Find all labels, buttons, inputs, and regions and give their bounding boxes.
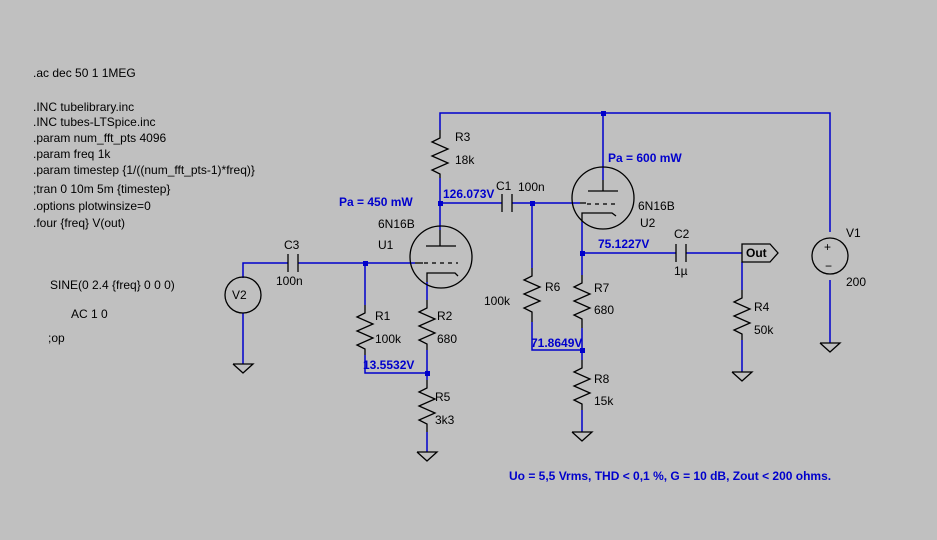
resistor-r6[interactable]: R6 100k: [484, 268, 561, 322]
capacitor-c1[interactable]: C1 100n: [496, 179, 545, 212]
resistor-r2[interactable]: R2 680: [417, 300, 457, 350]
output-port[interactable]: Out: [741, 243, 779, 263]
wires: [242, 112, 831, 452]
junction-dot: [530, 201, 535, 206]
c2-name: C2: [674, 227, 690, 241]
op-directive[interactable]: ;op: [48, 331, 65, 345]
r7-name: R7: [594, 281, 610, 295]
directive-param-timestep[interactable]: .param timestep {1/((num_fft_pts-1)*freq…: [33, 163, 255, 177]
u2-name: U2: [640, 216, 656, 230]
c3-name: C3: [284, 238, 300, 252]
r6-name: R6: [545, 280, 561, 294]
tube-u2[interactable]: 6N16B U2: [571, 166, 675, 230]
resistor-r5[interactable]: R5 3k3: [417, 380, 455, 432]
r5-name: R5: [435, 390, 451, 404]
directive-param-fft[interactable]: .param num_fft_pts 4096: [33, 131, 167, 145]
v-grid-u2: 71.8649V: [531, 336, 582, 350]
wire-r1-bottom: [364, 355, 427, 374]
r4-name: R4: [754, 300, 770, 314]
out-label: Out: [746, 246, 767, 260]
r3-value: 18k: [455, 153, 475, 167]
c3-value: 100n: [276, 274, 303, 288]
junction-dot: [425, 371, 430, 376]
v2-ac: AC 1 0: [71, 307, 108, 321]
junction-dot: [580, 348, 585, 353]
c1-value: 100n: [518, 180, 545, 194]
ground-icon: [731, 371, 754, 382]
r2-value: 680: [437, 332, 457, 346]
r1-name: R1: [375, 309, 391, 323]
ground-icon: [416, 451, 439, 462]
tube-u1[interactable]: 6N16B U1: [378, 217, 473, 289]
junction-dot: [363, 261, 368, 266]
directive-inc-tubes[interactable]: .INC tubes-LTSpice.inc: [33, 115, 156, 129]
junctions: [363, 111, 606, 376]
spice-directives: .ac dec 50 1 1MEG .INC tubelibrary.inc .…: [33, 66, 255, 230]
voltage-source-v1[interactable]: + − V1 200: [811, 226, 866, 289]
directive-four[interactable]: .four {freq} V(out): [33, 216, 125, 230]
v1-value: 200: [846, 275, 866, 289]
pa-u1: Pa = 450 mW: [339, 195, 413, 209]
c2-value: 1µ: [674, 264, 688, 278]
tube-u1-envelope: [409, 225, 473, 289]
junction-dot: [438, 201, 443, 206]
v2-spec: SINE(0 2.4 {freq} 0 0 0): [50, 278, 175, 292]
junction-dot: [580, 251, 585, 256]
junction-dot: [601, 111, 606, 116]
directive-options[interactable]: .options plotwinsize=0: [33, 199, 151, 213]
plus-icon: +: [824, 240, 831, 254]
wire-r6-bottom: [531, 322, 582, 351]
ground-icon: [819, 342, 842, 353]
capacitor-c3[interactable]: C3 100n: [276, 238, 303, 288]
v-cathode-u2: 75.1227V: [598, 237, 649, 251]
summary-note[interactable]: Uo = 5,5 Vrms, THD < 0,1 %, G = 10 dB, Z…: [509, 469, 831, 483]
directive-inc-tubelibrary[interactable]: .INC tubelibrary.inc: [33, 100, 134, 114]
r3-name: R3: [455, 130, 471, 144]
u2-model: 6N16B: [638, 199, 675, 213]
pa-u2: Pa = 600 mW: [608, 151, 682, 165]
directive-ac[interactable]: .ac dec 50 1 1MEG: [33, 66, 136, 80]
wire-supply-rail: [439, 112, 831, 232]
v2-name: V2: [232, 288, 247, 302]
u1-model: 6N16B: [378, 217, 415, 231]
voltage-source-v2[interactable]: V2 SINE(0 2.4 {freq} 0 0 0) AC 1 0 ;op: [48, 276, 262, 345]
resistor-r3[interactable]: R3 18k: [430, 130, 475, 178]
c1-name: C1: [496, 179, 512, 193]
ground-icon: [571, 431, 594, 442]
r8-value: 15k: [594, 394, 614, 408]
tube-u2-envelope: [571, 166, 635, 230]
wire-v2-c3: [242, 262, 288, 278]
v-cathode-u1: 13.5532V: [363, 358, 414, 372]
directive-tran[interactable]: ;tran 0 10m 5m {timestep}: [33, 182, 170, 196]
r4-value: 50k: [754, 323, 774, 337]
u1-name: U1: [378, 238, 394, 252]
resistor-r1[interactable]: R1 100k: [355, 305, 402, 355]
ground-symbols: [232, 342, 842, 462]
r1-value: 100k: [375, 332, 402, 346]
capacitor-c2[interactable]: C2 1µ: [674, 227, 690, 278]
op-annotations: Pa = 450 mW Pa = 600 mW 126.073V 13.5532…: [339, 151, 682, 372]
resistor-r8[interactable]: R8 15k: [572, 360, 614, 410]
v1-name: V1: [846, 226, 861, 240]
resistor-r4[interactable]: R4 50k: [732, 290, 774, 340]
v-anode-u1: 126.073V: [443, 187, 494, 201]
r8-name: R8: [594, 372, 610, 386]
minus-icon: −: [825, 259, 832, 273]
r6-value: 100k: [484, 294, 511, 308]
ground-icon: [232, 363, 255, 374]
r7-value: 680: [594, 303, 614, 317]
resistor-r7[interactable]: R7 680: [572, 275, 614, 328]
r2-name: R2: [437, 309, 453, 323]
r5-value: 3k3: [435, 413, 455, 427]
out-port-icon: [741, 243, 779, 263]
directive-param-freq[interactable]: .param freq 1k: [33, 147, 111, 161]
